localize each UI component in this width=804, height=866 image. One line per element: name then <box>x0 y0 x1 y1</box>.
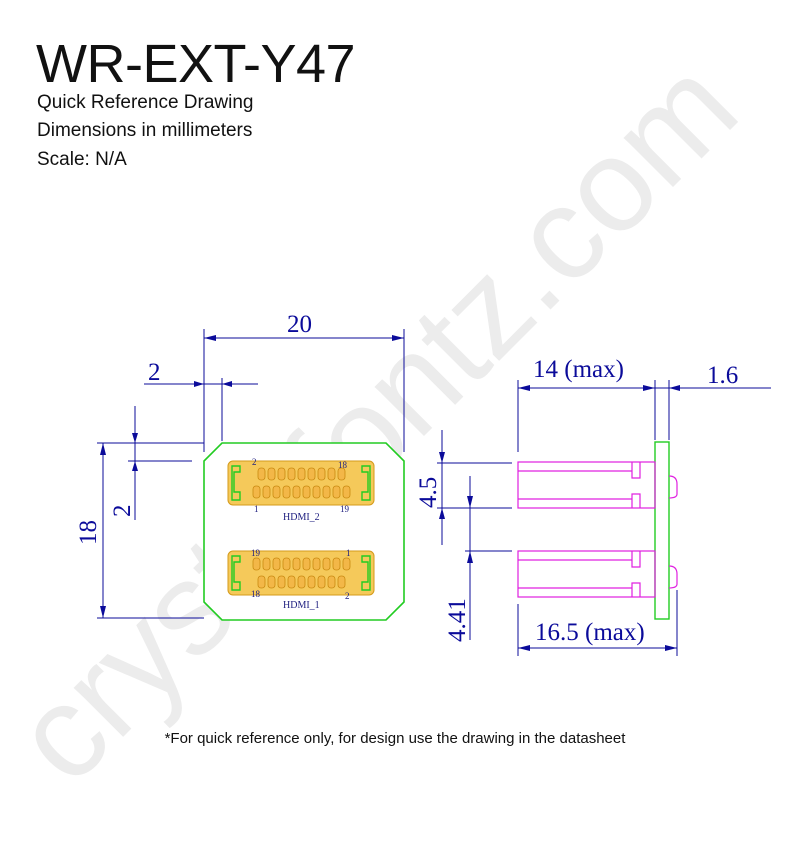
dim-label-overall-max: 16.5 (max) <box>535 619 645 646</box>
dimension-spacing: 4.5 <box>415 430 512 545</box>
pin-label-br: 2 <box>345 591 350 601</box>
side-connector-upper <box>517 461 678 509</box>
pin-row <box>252 467 351 499</box>
side-pcb <box>654 441 670 620</box>
part-number-title: WR-EXT-Y47 <box>36 34 356 94</box>
dim-label-thickness: 1.6 <box>707 362 738 389</box>
dimension-height: 18 <box>75 442 204 619</box>
subtitle-drawing-type: Quick Reference Drawing <box>37 92 254 113</box>
dim-label-offset-x: 2 <box>148 359 161 386</box>
dimension-width: 20 <box>203 311 405 452</box>
dimension-offset-x: 2 <box>144 359 258 441</box>
subtitle-units: Dimensions in millimeters <box>37 120 253 141</box>
dim-label-width: 20 <box>287 311 312 338</box>
side-view: 14 (max) 1.6 4.5 4.41 <box>415 356 771 656</box>
side-connector-lower <box>517 550 678 598</box>
connector-body <box>227 550 375 596</box>
dim-label-depth-max: 14 (max) <box>533 356 624 383</box>
connector-label: HDMI_1 <box>283 600 320 611</box>
dimension-overall-max: 16.5 (max) <box>517 590 678 656</box>
dim-label-offset-y: 2 <box>109 505 136 518</box>
top-view: 2 18 1 19 HDMI_2 19 1 <box>75 311 405 621</box>
subtitle-scale: Scale: N/A <box>37 149 127 170</box>
pin-label-bl: 1 <box>254 504 259 514</box>
pin-label-tl: 19 <box>251 548 261 558</box>
pin-label-tr: 1 <box>346 548 351 558</box>
dimension-thickness: 1.6 <box>640 362 771 440</box>
connector-label: HDMI_2 <box>283 512 320 523</box>
dimension-depth-max: 14 (max) <box>517 356 656 452</box>
dim-label-spacing: 4.5 <box>415 477 442 508</box>
connector-hdmi-1: 19 1 18 2 HDMI_1 <box>227 548 375 611</box>
dim-label-height: 18 <box>75 520 102 545</box>
dimension-offset-y: 2 <box>109 406 192 520</box>
pin-row <box>252 557 351 589</box>
dim-label-offset: 4.41 <box>444 598 471 642</box>
pin-label-tl: 2 <box>252 457 257 467</box>
pin-label-br: 19 <box>340 504 350 514</box>
dimension-offset: 4.41 <box>444 476 512 642</box>
pin-label-bl: 18 <box>251 589 261 599</box>
footer-note: *For quick reference only, for design us… <box>164 730 626 747</box>
connector-hdmi-2: 2 18 1 19 HDMI_2 <box>227 457 375 523</box>
pin-label-tr: 18 <box>338 460 348 470</box>
